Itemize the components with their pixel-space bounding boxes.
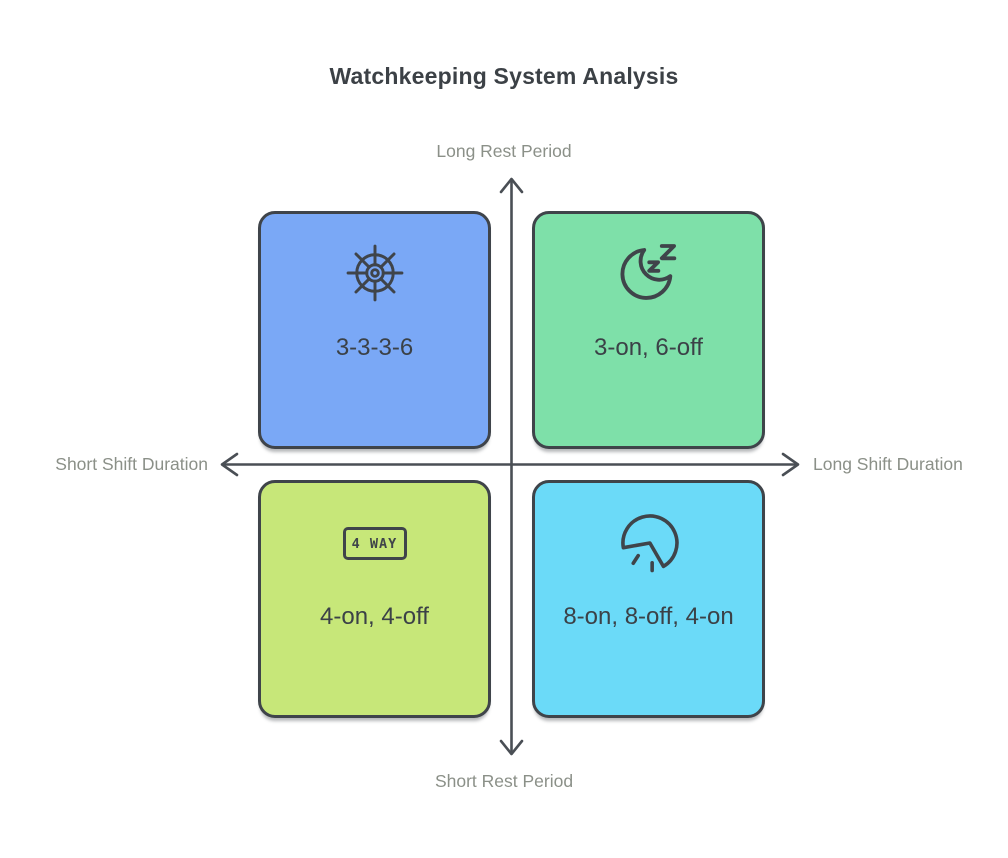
quadrant-label: 3-3-3-6 — [335, 334, 414, 361]
ships-wheel-icon — [346, 244, 403, 302]
arrowhead-up-icon — [499, 177, 524, 194]
quadrant-bottom-right: 8-on, 8-off, 4-on — [532, 480, 765, 718]
arrowhead-left-icon — [220, 452, 239, 477]
quadrant-label: 8-on, 8-off, 4-on — [563, 603, 734, 630]
axis-label-left: Short Shift Duration — [55, 454, 208, 474]
quadrant-label: 4-on, 4-off — [320, 603, 429, 630]
arrowhead-down-icon — [499, 739, 524, 756]
four-way-sign-icon: 4 WAY — [342, 527, 407, 560]
sleeping-moon-icon — [620, 244, 676, 300]
quadrant-label: 3-on, 6-off — [594, 334, 703, 361]
axis-label-right: Long Shift Duration — [813, 454, 963, 474]
quadrant-top-right: 3-on, 6-off — [532, 211, 765, 449]
quadrant-top-left: 3-3-3-6 — [258, 211, 491, 449]
arrowhead-right-icon — [781, 452, 800, 477]
page-title: Watchkeeping System Analysis — [329, 63, 679, 89]
pie-timer-icon — [620, 514, 679, 573]
axis-label-top: Long Rest Period — [436, 141, 572, 161]
axis-label-bottom: Short Rest Period — [434, 771, 574, 791]
quadrant-bottom-left: 4 WAY 4-on, 4-off — [258, 480, 491, 718]
four-way-sign-text: 4 WAY — [351, 535, 398, 552]
